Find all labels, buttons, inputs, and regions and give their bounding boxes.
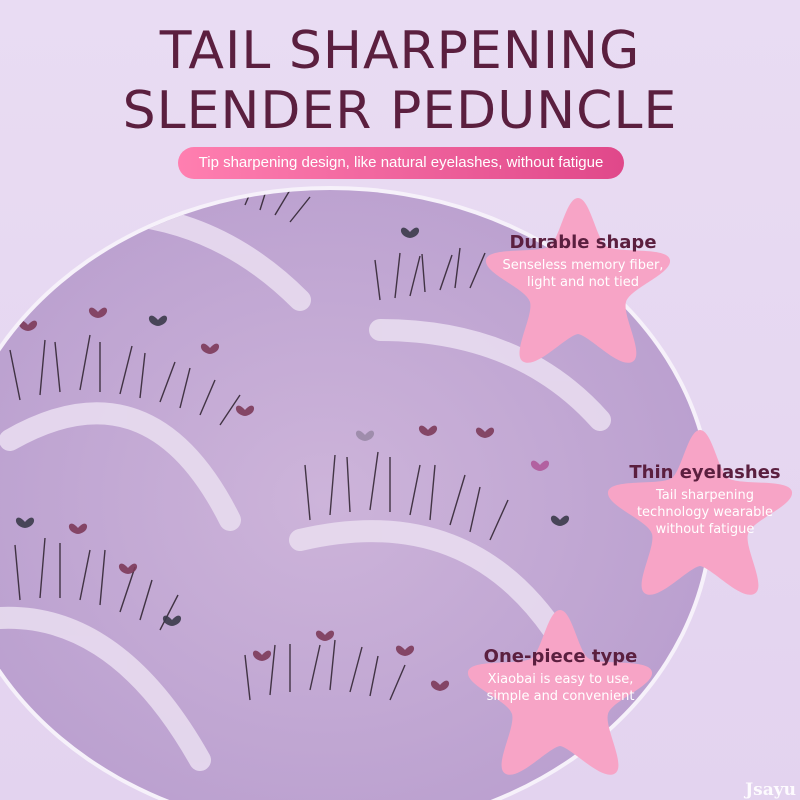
subtitle-pill: Tip sharpening design, like natural eyel…	[178, 147, 624, 179]
feature-body: Senseless memory fiber, light and not ti…	[502, 258, 664, 290]
feature-badge-thin: Thin eyelashes Tail sharpening technolog…	[620, 462, 790, 538]
feature-heading: One-piece type	[483, 646, 638, 667]
star-badge-2-shape	[607, 430, 793, 595]
feature-body: Xiaobai is easy to use, simple and conve…	[486, 672, 635, 704]
page-title-line2: SLENDER PEDUNCLE	[122, 81, 678, 141]
star-badge-1-shape	[485, 198, 671, 363]
star-badge-3-shape	[467, 610, 653, 775]
feature-badge-onepiece: One-piece type Xiaobai is easy to use, s…	[478, 646, 643, 705]
feature-body: Tail sharpening technology wearable with…	[636, 488, 774, 537]
feature-heading: Thin eyelashes	[629, 462, 781, 483]
brand-watermark: Jsayu	[745, 780, 796, 800]
feature-heading: Durable shape	[509, 232, 657, 253]
page-title-line1: TAIL SHARPENING	[159, 21, 641, 81]
feature-badge-durable: Durable shape Senseless memory fiber, li…	[498, 232, 668, 291]
